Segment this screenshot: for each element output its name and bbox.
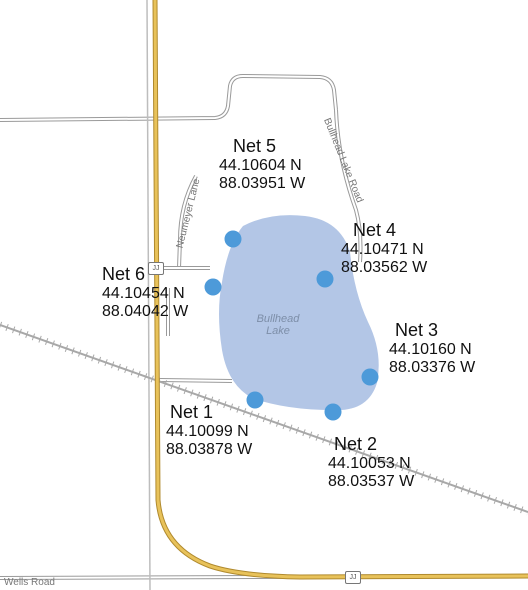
local-road-north	[0, 73, 363, 263]
net-1-label: Net 1 44.10099 N 88.03878 W	[166, 402, 252, 459]
wells-road-label: Wells Road	[4, 577, 55, 588]
net-6-longitude: 88.04042 W	[102, 303, 189, 321]
net-5-marker[interactable]	[224, 230, 242, 248]
neumeyer-lane-road	[177, 175, 198, 269]
net-6-latitude: 44.10454 N	[102, 284, 185, 302]
highway-shield-south: JJ	[345, 571, 361, 584]
net-5-latitude: 44.10604 N	[219, 156, 302, 174]
highway-jj	[152, 0, 528, 580]
net-5-label: Net 5 44.10604 N 88.03951 W	[219, 136, 305, 193]
net-4-latitude: 44.10471 N	[341, 240, 424, 258]
access-road-stubs	[159, 266, 233, 383]
net-2-marker[interactable]	[324, 403, 342, 421]
net-1-marker[interactable]	[246, 391, 264, 409]
net-6-marker[interactable]	[204, 278, 222, 296]
net-5-title: Net 5	[233, 136, 277, 156]
highway-shield-north: JJ	[148, 262, 164, 275]
local-road-west	[146, 0, 151, 590]
net-3-longitude: 88.03376 W	[389, 359, 476, 377]
net-1-title: Net 1	[170, 402, 214, 422]
net-6-title: Net 6	[102, 264, 146, 284]
net-3-title: Net 3	[395, 320, 439, 340]
bullhead-lake-shape	[219, 215, 379, 411]
net-2-title: Net 2	[334, 434, 378, 454]
net-4-label: Net 4 44.10471 N 88.03562 W	[341, 220, 427, 277]
net-2-longitude: 88.03537 W	[328, 473, 415, 491]
net-1-longitude: 88.03878 W	[166, 441, 253, 459]
net-4-longitude: 88.03562 W	[341, 259, 428, 277]
net-2-label: Net 2 44.10053 N 88.03537 W	[328, 434, 414, 491]
net-5-longitude: 88.03951 W	[219, 175, 306, 193]
lake-name-label: Bullhead Lake	[255, 313, 301, 337]
net-4-marker[interactable]	[316, 270, 334, 288]
railroad	[0, 321, 528, 516]
net-1-latitude: 44.10099 N	[166, 422, 249, 440]
net-2-latitude: 44.10053 N	[328, 454, 411, 472]
net-3-label: Net 3 44.10160 N 88.03376 W	[389, 320, 475, 377]
lake-name-line2: Lake	[266, 324, 290, 337]
net-3-marker[interactable]	[361, 368, 379, 386]
net-4-title: Net 4	[353, 220, 397, 240]
net-3-latitude: 44.10160 N	[389, 340, 472, 358]
net-6-label: Net 6 44.10454 N 88.04042 W	[102, 264, 188, 321]
lake-name-line1: Bullhead	[256, 313, 300, 325]
